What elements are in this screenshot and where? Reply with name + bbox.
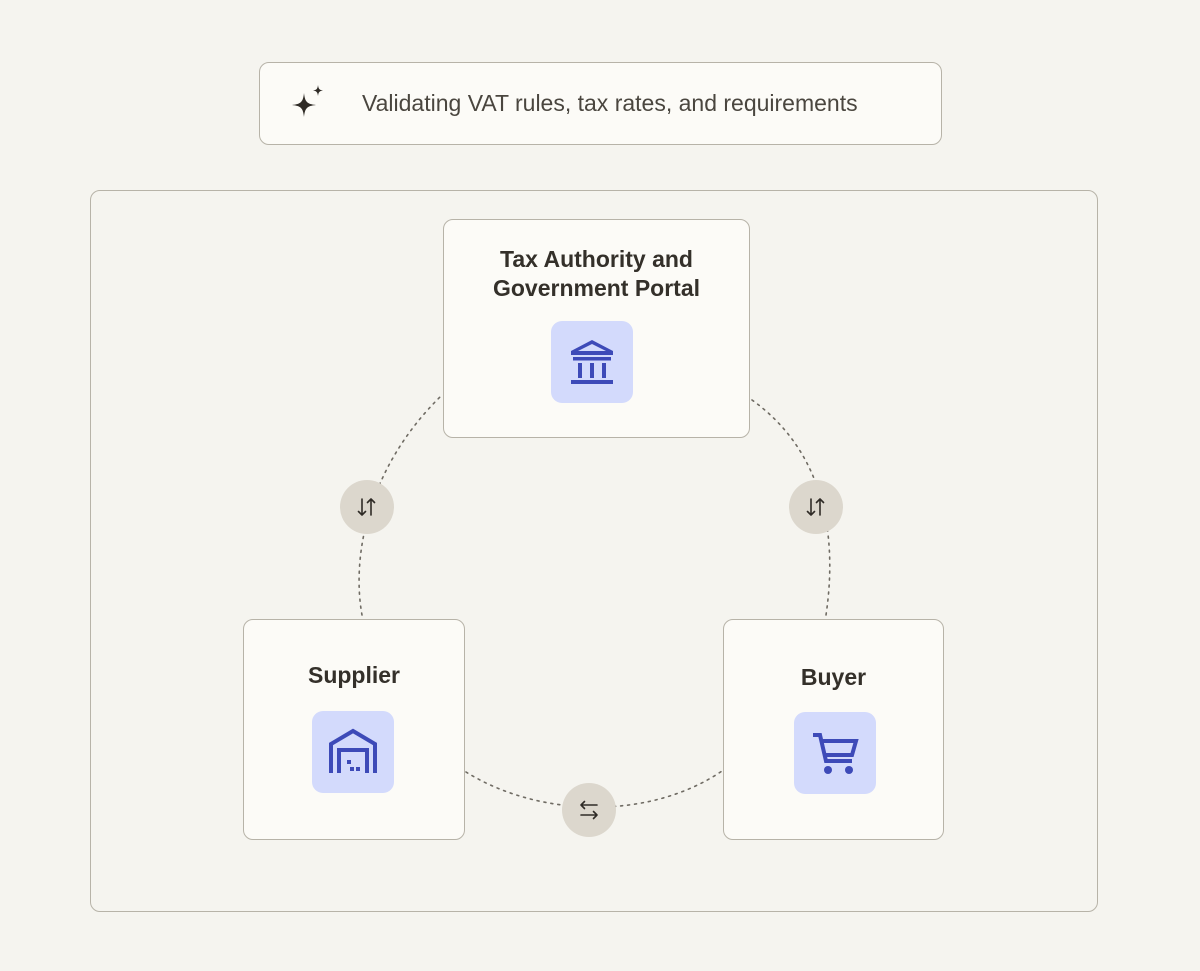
connector-supplier-tax-authority (358, 394, 443, 616)
bank-building-icon (571, 340, 613, 384)
horizontal-exchange-arrows-icon (580, 800, 598, 820)
tax-authority-icon-tile (551, 321, 633, 403)
supplier-title: Supplier (307, 662, 400, 688)
tax-authority-title-line2: Government Portal (492, 275, 701, 301)
exchange-badge-tax-authority-buyer (789, 480, 843, 534)
shopping-cart-icon (813, 733, 859, 774)
vertical-exchange-arrows-icon (357, 498, 376, 516)
exchange-badge-supplier-tax-authority (340, 480, 394, 534)
validation-status-banner: Validating VAT rules, tax rates, and req… (259, 62, 942, 145)
tax-authority-title-line1: Tax Authority and (500, 246, 693, 272)
sparkle-icon (292, 85, 323, 117)
buyer-node: Buyer (723, 619, 944, 840)
supplier-icon-tile (312, 711, 394, 793)
warehouse-icon (329, 728, 377, 773)
banner-text: Validating VAT rules, tax rates, and req… (362, 90, 858, 116)
tax-authority-node: Tax Authority and Government Portal (443, 219, 750, 438)
vertical-exchange-arrows-icon (806, 498, 825, 516)
exchange-badge-supplier-buyer (562, 783, 616, 837)
buyer-title: Buyer (800, 664, 867, 690)
supplier-node: Supplier (243, 619, 465, 840)
diagram-frame (90, 190, 1098, 912)
buyer-icon-tile (794, 712, 876, 794)
